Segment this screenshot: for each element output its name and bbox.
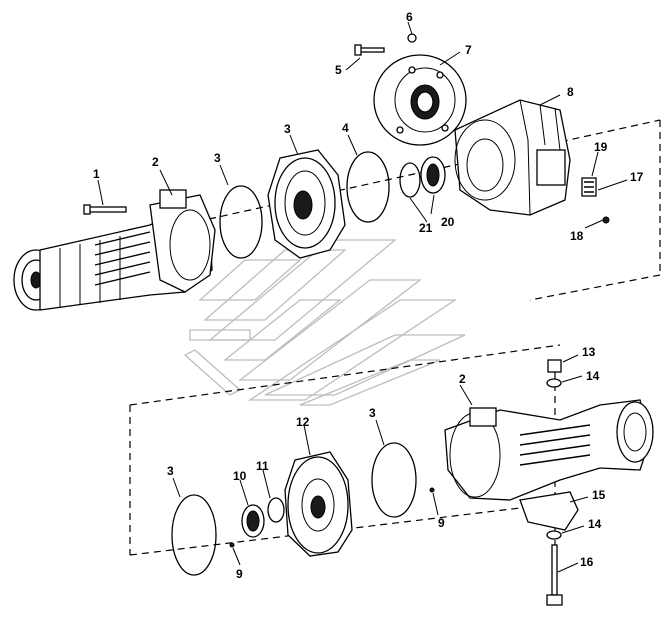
dowel-9a	[429, 487, 435, 493]
callout-7: 7	[465, 43, 472, 57]
callout-14-a: 14	[586, 369, 600, 383]
callout-3-e: 3	[167, 464, 174, 478]
callout-2-bottom: 2	[459, 372, 466, 386]
washer-14b	[546, 530, 562, 540]
bearing-20	[420, 156, 446, 194]
bracket-15	[519, 491, 579, 531]
callout-4: 3	[284, 122, 291, 136]
callout-9-a: 9	[438, 516, 445, 530]
callout-17: 17	[630, 170, 644, 184]
callout-10: 10	[233, 469, 247, 483]
seal-ring-3c	[171, 494, 217, 576]
pin-18	[602, 216, 610, 224]
cover-plate-12	[284, 451, 353, 557]
callout-14-b: 14	[588, 517, 602, 531]
callout-6: 6	[406, 10, 413, 24]
bolt-16	[546, 544, 563, 606]
callout-9-b: 9	[236, 567, 243, 581]
callout-12: 12	[296, 415, 310, 429]
callout-20: 20	[441, 215, 455, 229]
callout-16: 16	[580, 555, 594, 569]
callout-3-d: 3	[369, 406, 376, 420]
bearing-10	[241, 504, 265, 538]
seal-ring-3b	[346, 151, 390, 223]
transfer-case-housing-8	[454, 99, 571, 216]
callout-labels: 1 2 3 3 4 3 5 6 7 8 19 17 18 20 21 13 14…	[93, 10, 644, 581]
screw-5	[354, 44, 385, 56]
snap-ring-21	[399, 162, 421, 198]
seal-ring-3a	[219, 185, 263, 259]
callout-2-top: 2	[152, 155, 159, 169]
callout-13: 13	[582, 345, 596, 359]
cover-plate-4	[267, 149, 346, 259]
adapter-housing-bottom	[444, 399, 654, 501]
callout-21: 21	[419, 221, 433, 235]
callout-3-b: 4	[342, 121, 349, 135]
callout-8: 8	[567, 85, 574, 99]
nut-13	[547, 359, 562, 373]
watermark-logo	[183, 239, 466, 406]
callout-11: 11	[256, 459, 269, 473]
callout-18: 18	[570, 229, 584, 243]
leader-lines	[97, 21, 628, 573]
callout-19: 19	[594, 140, 608, 154]
pump-housing-7	[373, 54, 467, 146]
callout-15: 15	[592, 488, 606, 502]
adapter-housing-top	[13, 189, 216, 311]
snap-ring-11	[267, 497, 285, 523]
callout-5: 5	[335, 63, 342, 77]
callout-1: 1	[93, 167, 100, 181]
sensor-19	[581, 177, 597, 197]
bolt-1	[83, 204, 127, 215]
seal-ring-3d	[371, 442, 417, 518]
nut-6	[407, 33, 417, 43]
callout-3-a: 3	[214, 151, 221, 165]
washer-14a	[546, 378, 562, 388]
dowel-9b	[229, 542, 235, 548]
